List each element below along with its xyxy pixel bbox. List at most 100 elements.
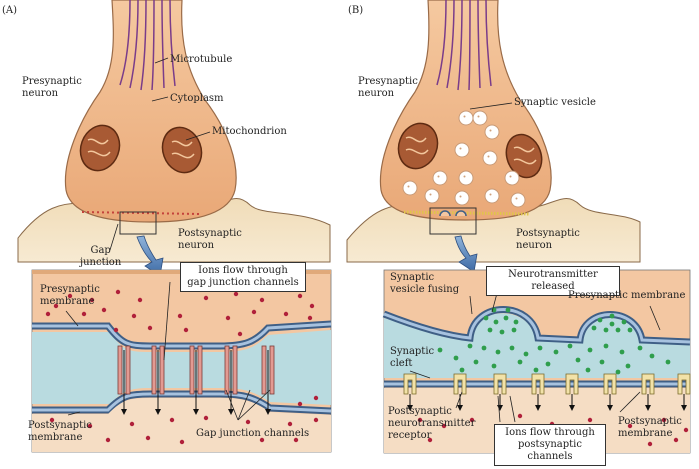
gap-junction-channel — [189, 345, 203, 415]
postsynaptic-receptor — [403, 373, 417, 411]
synaptic-vesicle — [424, 188, 440, 204]
neurotransmitter — [437, 347, 443, 353]
panel-b-label: (B) — [348, 5, 364, 16]
panel-b-microtubules — [436, 0, 492, 91]
panel-a-presynaptic-neuron-label: Presynaptic neuron — [22, 76, 82, 99]
postsynaptic-receptor — [677, 373, 691, 411]
postsynaptic-receptor-label: Postsynaptic neurotransmitter receptor — [388, 406, 476, 441]
neurotransmitter — [491, 363, 497, 369]
panel-a-gap-junction-channels — [117, 345, 275, 415]
panel-b-receptors — [403, 373, 691, 411]
panel-b-active-zone — [403, 210, 531, 216]
ion — [203, 415, 209, 421]
gap-junction-label: Gap junction — [80, 245, 122, 268]
panel-b-presynaptic-neuron-label: Presynaptic neuron — [358, 76, 418, 99]
neurotransmitter — [511, 327, 517, 333]
neurotransmitter — [567, 343, 573, 349]
neurotransmitter — [453, 355, 459, 361]
neurotransmitter — [517, 359, 523, 365]
neurotransmitter — [585, 367, 591, 373]
neurotransmitter — [495, 349, 501, 355]
synaptic-vesicle — [454, 190, 470, 206]
ion — [115, 289, 121, 295]
postsynaptic-receptor — [493, 373, 507, 411]
panel-b-neuron — [346, 0, 641, 273]
panel-a-presynaptic-terminal — [64, 0, 237, 223]
ion — [259, 437, 265, 443]
neurotransmitter — [603, 343, 609, 349]
ion — [225, 315, 231, 321]
gap-junction-channel — [151, 345, 165, 415]
ion — [237, 331, 243, 337]
neurotransmitter — [523, 351, 529, 357]
ion — [309, 303, 315, 309]
ion — [129, 421, 135, 427]
ion — [469, 417, 475, 423]
neurotransmitter — [609, 313, 615, 319]
ion — [177, 313, 183, 319]
panel-b-postsynaptic-membrane-label: Postsynaptic membrane — [618, 416, 682, 439]
neurotransmitter — [597, 317, 603, 323]
postsynaptic-receptor — [453, 373, 467, 411]
synaptic-vesicle — [472, 110, 488, 126]
synaptic-vesicle — [458, 110, 474, 126]
synaptic-vesicle — [504, 170, 520, 186]
leader-lines — [65, 57, 661, 423]
neurotransmitter — [603, 327, 609, 333]
ion — [179, 439, 185, 445]
ion — [661, 417, 667, 423]
ion — [251, 309, 257, 315]
ion — [307, 315, 313, 321]
neurotransmitter — [649, 353, 655, 359]
panel-a-neuron — [17, 0, 331, 277]
microtubule-label: Microtubule — [170, 54, 233, 65]
neurotransmitter — [615, 369, 621, 375]
mitochondrion-label: Mitochondrion — [212, 126, 287, 137]
neurotransmitter — [509, 345, 515, 351]
panel-a-closeup — [31, 269, 332, 453]
ion — [81, 311, 87, 317]
panel-b-cleft — [384, 313, 690, 378]
ion — [183, 327, 189, 333]
panel-a-postsynaptic-neuron-label: Postsynaptic neuron — [178, 228, 242, 251]
panel-b-ions-flow-callout: Ions flow through postsynaptic channels — [494, 424, 606, 466]
ion — [259, 297, 265, 303]
ion — [89, 297, 95, 303]
neurotransmitter — [505, 307, 511, 313]
ion — [673, 437, 679, 443]
panel-a-mitochondrion-left — [79, 124, 121, 172]
neurotransmitter — [537, 345, 543, 351]
ion — [67, 293, 73, 299]
ion — [683, 427, 689, 433]
synaptic-vesicle — [484, 188, 500, 204]
panel-a-zoom-arrow — [136, 235, 164, 277]
panel-b-postsynaptic-neuron-label: Postsynaptic neuron — [516, 228, 580, 251]
ion — [287, 421, 293, 427]
panel-b-closeup — [382, 269, 691, 454]
postsynaptic-receptor — [531, 373, 545, 411]
synaptic-vesicle — [510, 192, 526, 208]
synaptic-vesicle — [484, 124, 500, 140]
panel-a-label: (A) — [2, 5, 18, 16]
neurotransmitter — [619, 349, 625, 355]
synaptic-vesicle-fusing-label: Synaptic vesicle fusing — [390, 272, 460, 295]
neurotransmitter — [553, 349, 559, 355]
ion — [87, 423, 93, 429]
ion — [45, 311, 51, 317]
neurotransmitter — [499, 329, 505, 335]
neurotransmitter — [575, 357, 581, 363]
ion — [105, 437, 111, 443]
panel-a-mitochondrion-right — [161, 126, 203, 174]
ion — [137, 297, 143, 303]
panel-b-neurotransmitter-molecules — [437, 307, 671, 375]
panel-b-zoom-arrow — [454, 235, 478, 273]
panel-a-zoom-box — [119, 211, 157, 235]
ion — [233, 291, 239, 297]
ion — [313, 395, 319, 401]
ion — [297, 401, 303, 407]
ion — [441, 423, 447, 429]
panel-b-mitochondrion-right — [505, 133, 543, 179]
gap-junction-channels-label: Gap junction channels — [196, 428, 310, 439]
